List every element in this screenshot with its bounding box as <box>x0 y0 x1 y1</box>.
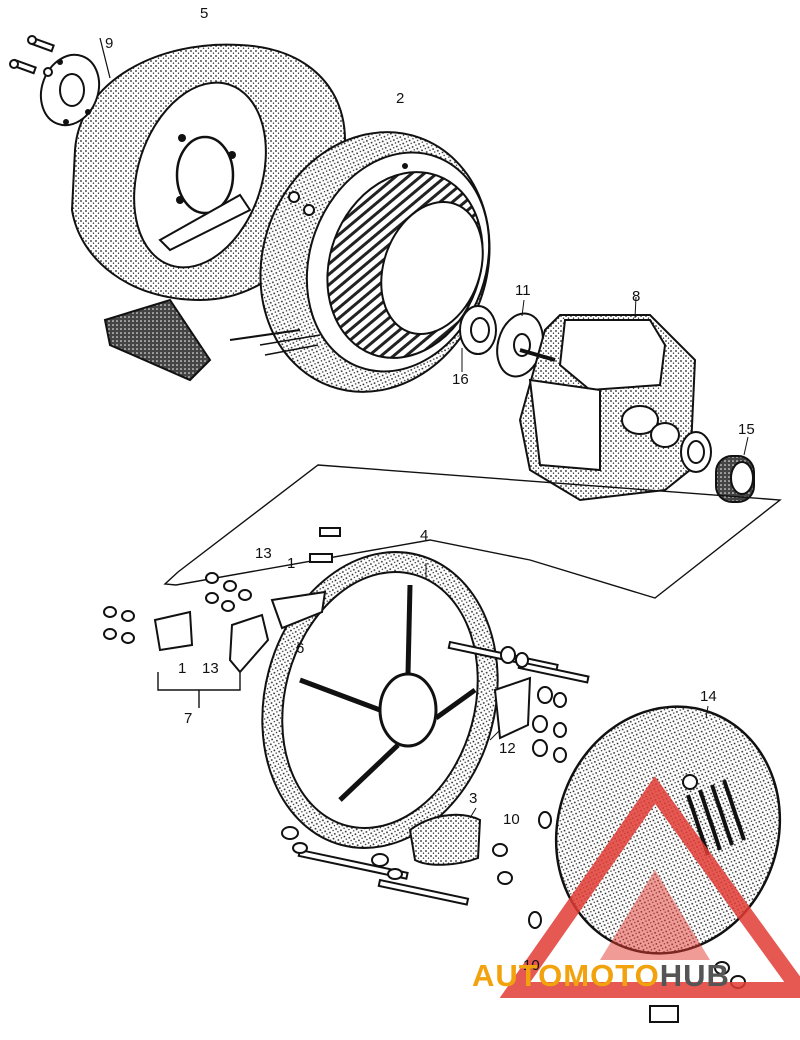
washers-and-nuts <box>281 646 567 885</box>
callout-10-upper: 10 <box>503 811 520 828</box>
stator-part-2 <box>229 131 491 393</box>
callout-13-upper: 13 <box>255 545 272 562</box>
end-cover-part-4 <box>261 551 499 849</box>
callout-1-lower: 1 <box>178 660 187 677</box>
brush-holder-left <box>103 606 270 708</box>
brush-holder-upper <box>205 527 341 630</box>
callout-1-upper: 1 <box>287 555 296 572</box>
callout-10-lower: 10 <box>523 957 540 974</box>
housing-part-5 <box>70 43 347 382</box>
callout-5: 5 <box>200 5 209 22</box>
callout-8: 8 <box>632 288 641 305</box>
watermark-text-automoto: AUTOMOTO <box>472 958 660 993</box>
watermark-text: AUTOMOTOHUB <box>472 958 730 994</box>
callout-16: 16 <box>452 371 469 388</box>
rotor-part-8 <box>518 296 697 502</box>
callout-14: 14 <box>700 688 717 705</box>
callout-9: 9 <box>105 35 114 52</box>
callout-4: 4 <box>420 527 429 544</box>
callout-6: 6 <box>296 640 305 657</box>
watermark-logo <box>499 776 800 998</box>
flange-part-9 <box>39 37 111 127</box>
callout-7: 7 <box>184 710 193 727</box>
screws-part-9 <box>9 35 55 77</box>
watermark-text-hub: HUB <box>659 958 730 993</box>
callout-11: 11 <box>515 282 531 299</box>
bearing-part-15 <box>680 431 755 503</box>
callout-3: 3 <box>469 790 478 807</box>
callout-13-lower: 13 <box>202 660 219 677</box>
callout-15: 15 <box>738 421 755 438</box>
label-plate <box>649 1005 679 1023</box>
rectifier-part-3 <box>408 807 482 866</box>
bearing-part-16 <box>459 305 497 372</box>
callout-12: 12 <box>499 740 516 757</box>
assembly-outline <box>163 464 782 599</box>
bracket-part-12 <box>489 676 532 741</box>
callout-2: 2 <box>396 90 405 107</box>
